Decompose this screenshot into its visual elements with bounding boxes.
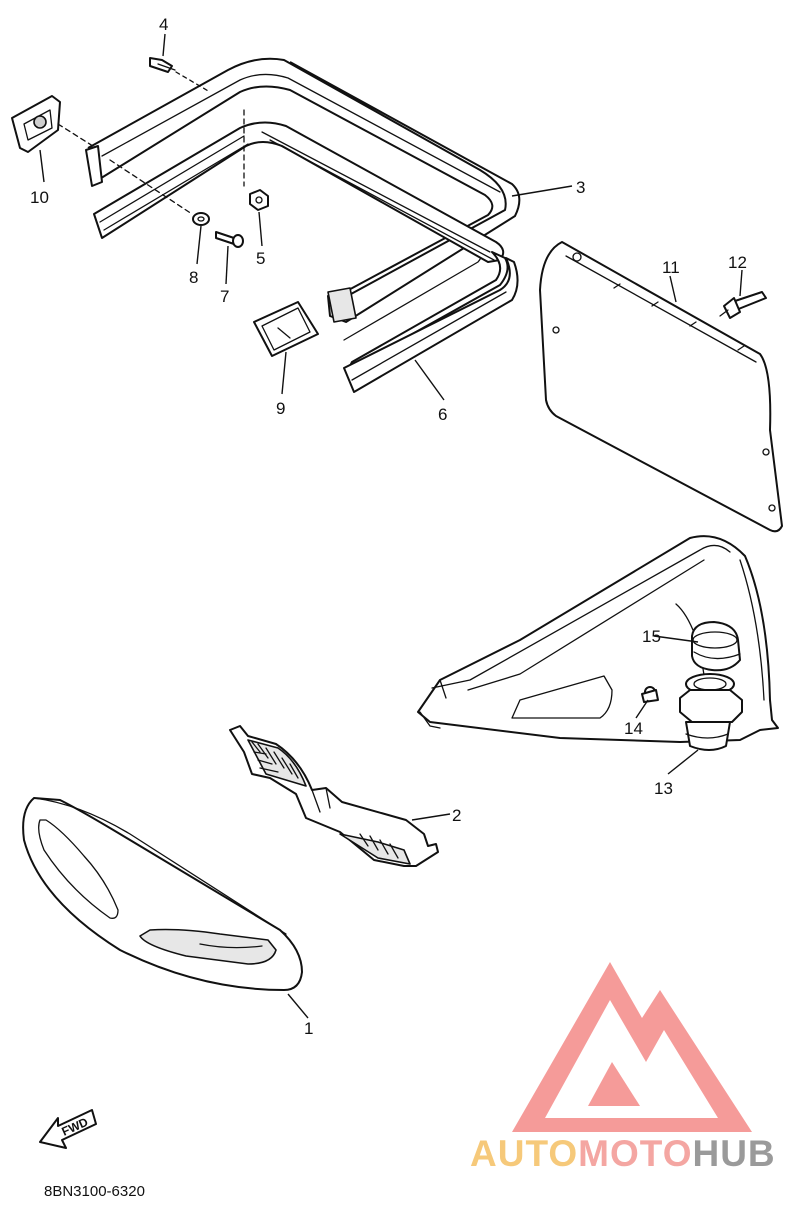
part-1-cover (22, 797, 303, 991)
frame-gasket-strip (93, 121, 505, 263)
part-label-2: 2 (452, 806, 461, 825)
fwd-arrow: FWD (39, 1109, 97, 1149)
part-label-1: 1 (304, 1019, 313, 1038)
leader-lines (39, 33, 743, 1019)
part-label-9: 9 (276, 399, 285, 418)
part-label-11: 11 (662, 258, 680, 277)
part-8-washer (109, 159, 210, 226)
part-10-clip (11, 95, 97, 153)
diagram-code: 8BN3100-6320 (44, 1183, 145, 1200)
part-label-13: 13 (654, 779, 673, 798)
part-13-holder (679, 673, 743, 751)
part-label-6: 6 (438, 405, 447, 424)
watermark-logo-icon (512, 962, 752, 1132)
watermark-auto: AUTO (470, 1133, 578, 1174)
part-label-8: 8 (189, 268, 198, 287)
watermark-text: AUTOMOTOHUB (470, 1133, 776, 1174)
part-5-nut (243, 109, 269, 211)
part-14-plug (641, 686, 659, 703)
watermark-moto: MOTO (578, 1133, 692, 1174)
part-label-10: 10 (30, 188, 49, 207)
part-label-4: 4 (159, 15, 168, 34)
part-4-screw (149, 57, 211, 93)
part-7-screw (215, 231, 244, 248)
part-9-pad (253, 301, 319, 357)
fwd-label: FWD (60, 1115, 91, 1139)
part-11-panel (539, 241, 783, 533)
part-label-7: 7 (220, 287, 229, 306)
part-6-trim-strip (343, 251, 519, 393)
part-label-5: 5 (256, 249, 265, 268)
part-label-12: 12 (728, 253, 747, 272)
watermark-hub: HUB (692, 1133, 775, 1174)
part-2-duct (229, 725, 439, 867)
part-number-labels: 4 10 3 5 8 7 9 6 11 12 15 14 13 2 1 (30, 15, 747, 1038)
part-label-3: 3 (576, 178, 585, 197)
part-15-cap (691, 621, 741, 672)
part-12-rivet (719, 291, 767, 319)
part-label-14: 14 (624, 719, 643, 738)
part-label-15: 15 (642, 627, 661, 646)
